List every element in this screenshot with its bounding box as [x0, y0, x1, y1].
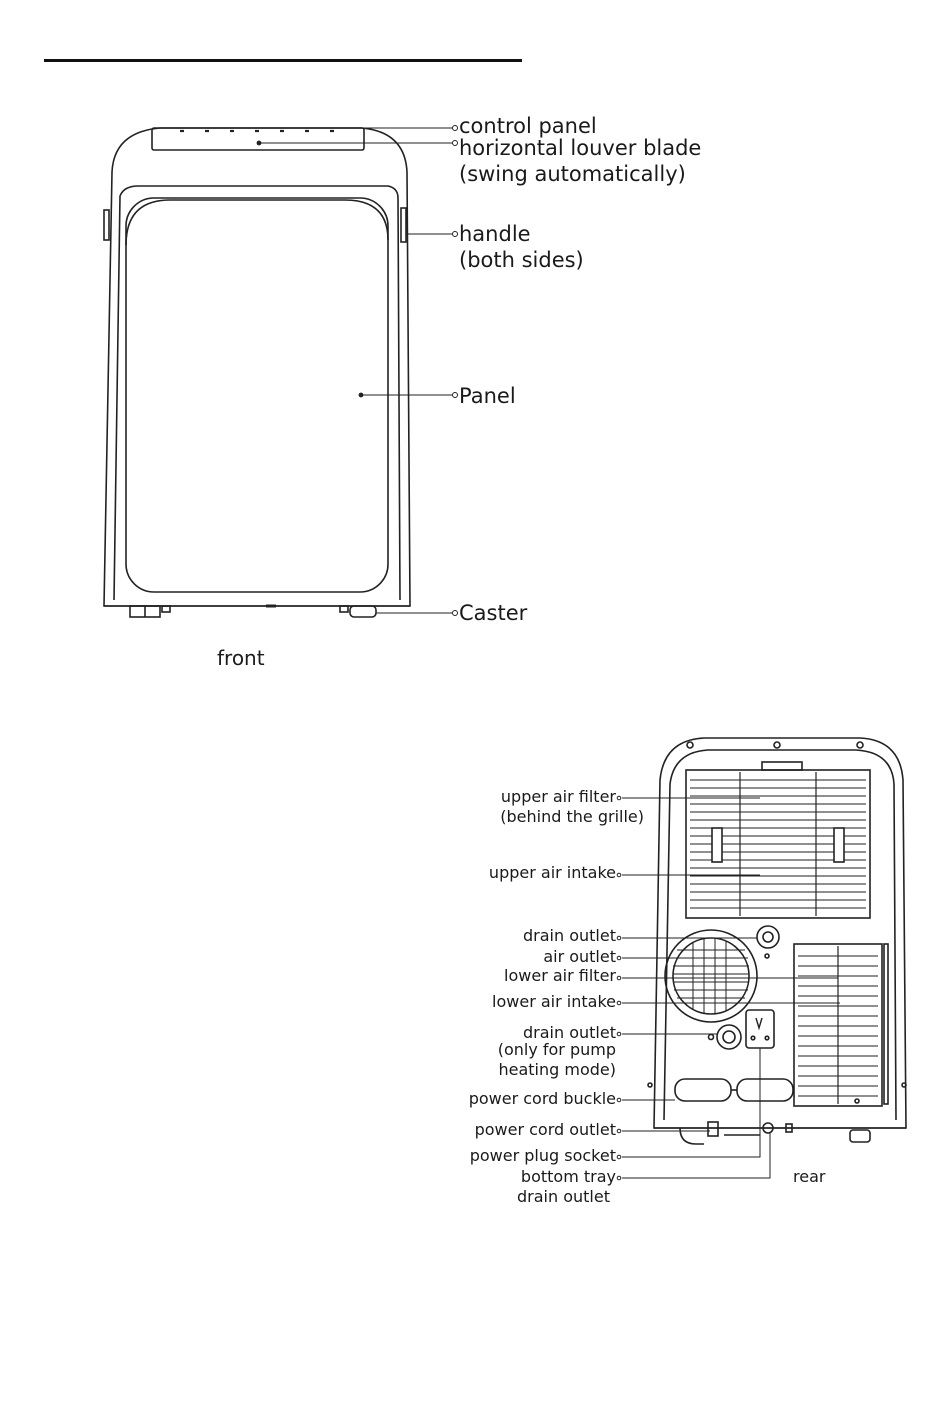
label-lower-air-intake: lower air intake — [492, 992, 616, 1011]
rear-drain-outlet — [756, 925, 780, 949]
front-panel — [125, 197, 389, 593]
caption-rear: rear — [793, 1167, 826, 1186]
rear-plug-socket — [745, 1009, 775, 1049]
front-control-panel — [151, 127, 365, 151]
label-bottom-tray: bottom tray — [520, 1167, 616, 1186]
front-inner-frame — [113, 185, 401, 601]
label-drain-outlet: drain outlet — [523, 926, 616, 945]
rear-cord-buckle-right — [736, 1078, 794, 1102]
front-unit — [103, 127, 411, 618]
rear-body-outline — [653, 737, 907, 1129]
label-lower-air-filter: lower air filter — [504, 966, 616, 985]
rear-lower-grille — [793, 943, 889, 1107]
rear-unit — [647, 737, 907, 1145]
label-upper-air-filter-note: (behind the grille) — [500, 807, 644, 826]
rear-cord-buckle-left — [674, 1078, 732, 1102]
label-control-panel: control panel — [459, 114, 597, 138]
rear-air-outlet — [664, 929, 758, 1023]
label-panel: Panel — [459, 384, 516, 408]
label-power-cord-buckle: power cord buckle — [468, 1089, 616, 1108]
label-air-outlet: air outlet — [543, 947, 616, 966]
label-upper-air-filter: upper air filter — [500, 787, 616, 806]
rear-upper-grille — [685, 761, 871, 919]
header-rule — [44, 59, 522, 62]
rear-pump-drain — [716, 1024, 742, 1050]
label-power-plug-socket: power plug socket — [469, 1146, 616, 1165]
label-horizontal-louver-blade: horizontal louver blade — [459, 136, 702, 160]
rear-power-cord-outlet — [762, 1122, 774, 1134]
label-handle: handle — [459, 222, 531, 246]
label-pump-note-2: heating mode) — [498, 1060, 616, 1079]
label-handle-note: (both sides) — [459, 248, 584, 272]
caption-front: front — [217, 646, 265, 670]
rear-caster-right — [849, 1129, 871, 1143]
front-handle — [400, 207, 407, 243]
front-caster-right — [349, 605, 377, 618]
label-louver-note: (swing automatically) — [459, 162, 686, 186]
label-upper-air-intake: upper air intake — [488, 863, 616, 882]
label-bottom-tray-drain: drain outlet — [517, 1187, 610, 1206]
label-power-cord-outlet: power cord outlet — [474, 1120, 616, 1139]
label-pump-drain-outlet: drain outlet — [523, 1023, 616, 1042]
label-caster: Caster — [459, 601, 528, 625]
label-pump-note-1: (only for pump — [497, 1040, 616, 1059]
